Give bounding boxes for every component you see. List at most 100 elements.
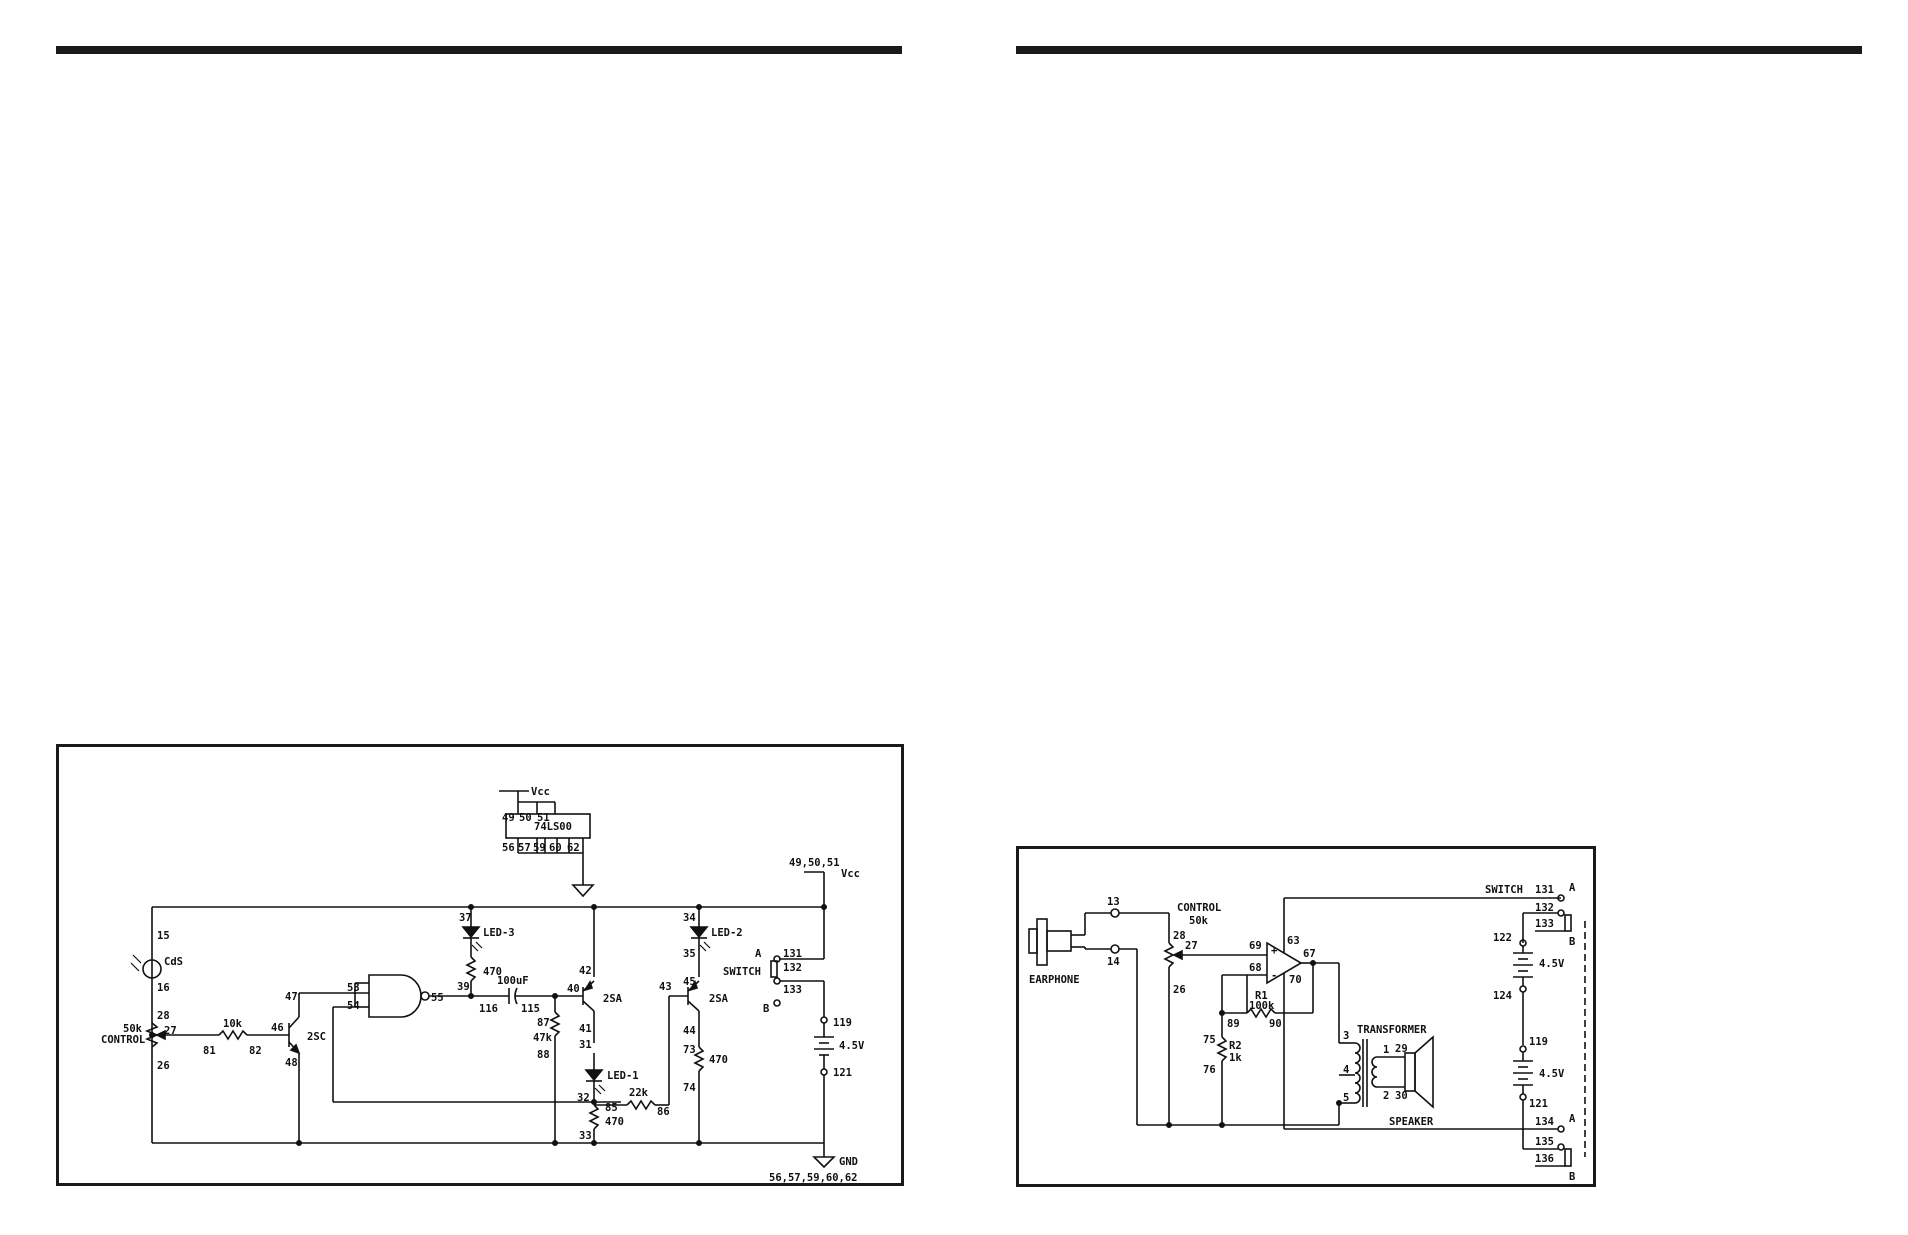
battery-label: 4.5V <box>839 1040 865 1052</box>
battery-4-5v <box>814 1016 834 1157</box>
r47k-label: 47k <box>533 1032 553 1044</box>
node-131: 131 <box>1535 884 1554 896</box>
node-74: 74 <box>683 1082 696 1094</box>
node-115: 115 <box>521 1003 540 1015</box>
node-133: 133 <box>783 984 802 996</box>
node-86: 86 <box>657 1106 670 1118</box>
ic-74ls00: 74LS00 <box>499 790 595 898</box>
battery1-label: 4.5V <box>1539 958 1565 970</box>
node-28: 28 <box>1173 930 1186 942</box>
battery-2 <box>1513 1045 1558 1150</box>
led-3 <box>461 907 483 996</box>
power-switch <box>770 947 825 1017</box>
ic-pin-bottom-60: 60 <box>549 842 562 854</box>
ground-symbol <box>812 1156 836 1169</box>
ic-pin-bottom-56: 56 <box>502 842 515 854</box>
r2-label: R2 <box>1229 1040 1242 1052</box>
cds-label: CdS <box>164 956 183 968</box>
switch-b-label: B <box>763 1003 769 1015</box>
switch-a1-label: A <box>1569 882 1576 894</box>
node-26: 26 <box>1173 984 1186 996</box>
control-value: 50k <box>1189 915 1209 927</box>
gnd-label: GND <box>839 1156 858 1168</box>
opamp-minus: - <box>1271 970 1277 982</box>
switch-a-label: A <box>755 948 762 960</box>
node-135: 135 <box>1535 1136 1554 1148</box>
node-55: 55 <box>431 992 444 1004</box>
vcc-right-label: Vcc <box>841 868 860 880</box>
node-89: 89 <box>1227 1018 1240 1030</box>
node-121: 121 <box>833 1067 852 1079</box>
r10k-label: 10k <box>223 1018 243 1030</box>
ic-pin-top-51: 51 <box>537 812 550 824</box>
node-136: 136 <box>1535 1153 1554 1165</box>
control-label: CONTROL <box>1177 902 1221 914</box>
earphone-label: EARPHONE <box>1029 974 1080 986</box>
battery2-label: 4.5V <box>1539 1068 1565 1080</box>
transistor-2sa-1 <box>582 907 595 1043</box>
cap-label: 100uF <box>497 975 529 987</box>
node-54: 54 <box>347 1000 360 1012</box>
ic-pin-top-50: 50 <box>519 812 532 824</box>
vcc-top-label: Vcc <box>531 786 550 798</box>
r22k-label: 22k <box>629 1087 649 1099</box>
switch-b1-label: B <box>1569 936 1575 948</box>
transformer-label: TRANSFORMER <box>1357 1024 1427 1036</box>
node-40: 40 <box>567 983 580 995</box>
ic-pin-bottom-62: 62 <box>567 842 580 854</box>
r470-led3-label: 470 <box>483 966 502 978</box>
top-rule-right <box>1016 46 1862 54</box>
node-14: 14 <box>1107 956 1120 968</box>
r1-value: 100k <box>1249 1000 1275 1012</box>
node-69: 69 <box>1249 940 1262 952</box>
node-47: 47 <box>285 991 298 1003</box>
ic-pin-labels: 49 50 51 56 57 59 60 62 <box>502 812 580 854</box>
ic-pin-bottom-59: 59 <box>533 842 546 854</box>
node-39: 39 <box>457 981 470 993</box>
node-132: 132 <box>783 962 802 974</box>
node-134: 134 <box>1535 1116 1554 1128</box>
tr-2sa-2-label: 2SA <box>709 993 729 1005</box>
r470-led1-label: 470 <box>605 1116 624 1128</box>
battery-1 <box>1513 912 1558 1045</box>
junction-dots <box>1166 960 1342 1128</box>
node-16: 16 <box>157 982 170 994</box>
ic-pin-bottom-57: 57 <box>518 842 531 854</box>
node-122: 122 <box>1493 932 1512 944</box>
switch-label: SWITCH <box>1485 884 1523 896</box>
node-35: 35 <box>683 948 696 960</box>
node-28: 28 <box>157 1010 170 1022</box>
led-2 <box>689 907 711 977</box>
node-87: 87 <box>537 1017 550 1029</box>
transistor-2sc <box>288 1003 301 1143</box>
r2-value: 1k <box>1229 1052 1242 1064</box>
node-133: 133 <box>1535 918 1554 930</box>
node-32: 32 <box>577 1092 590 1104</box>
top-rule-left <box>56 46 902 54</box>
node-119: 119 <box>833 1017 852 1029</box>
vcc-pins-label: 49,50,51 <box>789 857 840 869</box>
nand-gate <box>354 974 430 1018</box>
node-42: 42 <box>579 965 592 977</box>
led-1 <box>584 1069 606 1143</box>
node-33: 33 <box>579 1130 592 1142</box>
gnd-pins-label: 56,57,59,60,62 <box>769 1172 858 1184</box>
control-label: CONTROL <box>101 1034 145 1046</box>
node-131: 131 <box>783 948 802 960</box>
node-76: 76 <box>1203 1064 1216 1076</box>
node-3: 3 <box>1343 1030 1349 1042</box>
node-4: 4 <box>1343 1064 1349 1076</box>
led1-label: LED-1 <box>607 1070 639 1082</box>
junction-dots <box>149 904 827 1146</box>
node-88: 88 <box>537 1049 550 1061</box>
node-44: 44 <box>683 1025 696 1037</box>
left-schematic: 74LS00 Vcc 49 50 51 56 57 59 60 62 49,50… <box>101 786 865 1184</box>
node-27: 27 <box>164 1025 177 1037</box>
node-46: 46 <box>271 1022 284 1034</box>
node-73: 73 <box>683 1044 696 1056</box>
control-potentiometer <box>1163 942 1267 1125</box>
node-41: 41 <box>579 1023 592 1035</box>
node-124: 124 <box>1493 990 1512 1002</box>
node-68: 68 <box>1249 962 1262 974</box>
node-53: 53 <box>347 982 360 994</box>
